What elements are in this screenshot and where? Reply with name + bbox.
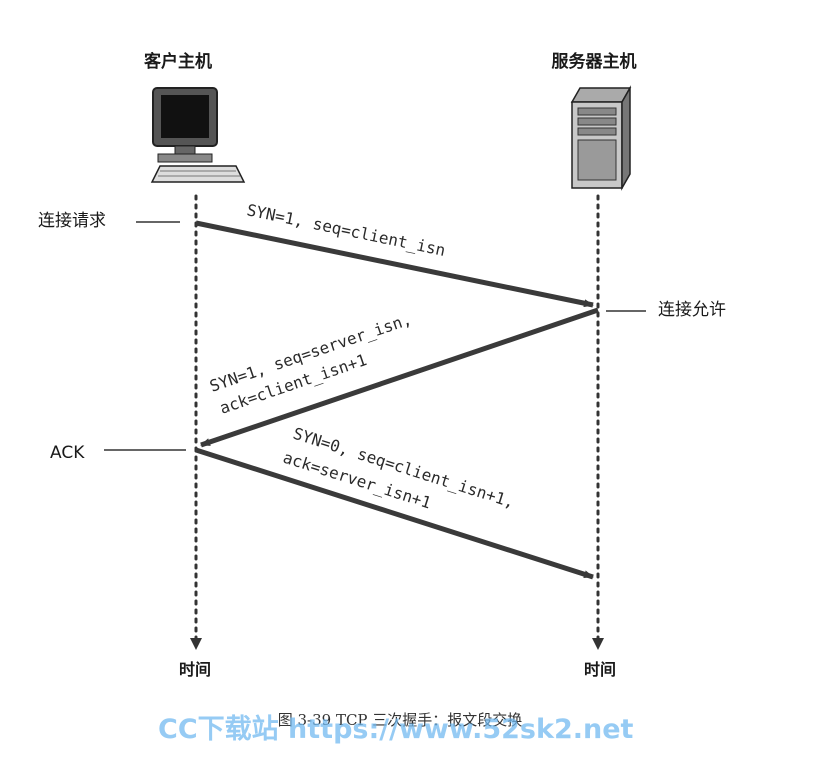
server-timeline-arrowhead — [592, 638, 604, 650]
client-host-title: 客户主机 — [143, 51, 212, 72]
synack-segment-arrow — [200, 307, 599, 448]
desktop-computer-icon — [150, 87, 246, 183]
server-host-title: 服务器主机 — [552, 51, 637, 72]
ack-event-label: ACK — [50, 443, 85, 463]
server-time-label: 时间 — [584, 660, 616, 679]
connect-granted-label: 连接允许 — [658, 300, 726, 320]
figure-caption: 图 3-39 TCP 三次握手：报文段交换 — [278, 711, 523, 729]
syn-segment-label: SYN=1, seq=client_isn — [245, 200, 447, 260]
client-time-label: 时间 — [179, 660, 211, 679]
server-tower-icon — [570, 85, 632, 191]
connect-request-label: 连接请求 — [38, 211, 106, 231]
syn-segment-arrow — [195, 220, 594, 308]
watermark-text: CC下载站 https://www.52sk2.net — [158, 714, 634, 745]
ack-segment-arrow — [195, 447, 594, 580]
client-timeline-arrowhead — [190, 638, 202, 650]
